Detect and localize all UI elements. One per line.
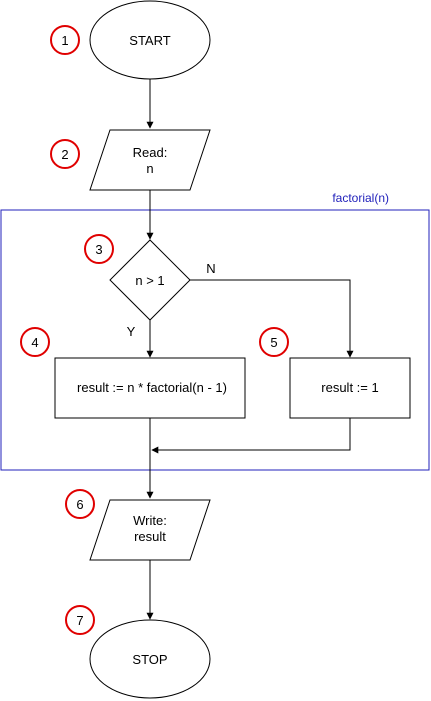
step-marker-2: 2: [50, 139, 80, 169]
decision-diamond: [109, 239, 191, 321]
step-marker-6-number: 6: [76, 497, 83, 512]
step-marker-4-number: 4: [31, 335, 38, 350]
recursive-box: [54, 357, 246, 419]
read-parallelogram: [89, 129, 211, 191]
read-label-line1: Read:: [133, 145, 168, 160]
write-label-line1: Write:: [133, 513, 167, 528]
step-marker-1: 1: [50, 25, 80, 55]
connectors: [146, 79, 354, 620]
start-ellipse: [89, 0, 211, 80]
connector-decision-no: [190, 279, 354, 358]
write-node: Write: result: [89, 499, 211, 561]
write-parallelogram: [89, 499, 211, 561]
decision-node: n > 1 Y N: [109, 239, 216, 339]
function-frame: factorial(n): [0, 191, 430, 471]
step-marker-3-number: 3: [95, 242, 102, 257]
stop-ellipse: [89, 619, 211, 699]
step-marker-7: 7: [65, 605, 95, 635]
stop-label: STOP: [132, 652, 167, 667]
step-marker-4: 4: [20, 327, 50, 357]
decision-yes-label: Y: [127, 324, 136, 339]
step-marker-2-number: 2: [61, 147, 68, 162]
step-marker-6-circle: [65, 489, 95, 519]
step-marker-1-circle: [50, 25, 80, 55]
start-node: START: [89, 0, 211, 80]
step-marker-2-circle: [50, 139, 80, 169]
connector-base-to-merge: [151, 418, 351, 454]
step-marker-6: 6: [65, 489, 95, 519]
step-marker-5: 5: [259, 327, 289, 357]
step-marker-4-circle: [20, 327, 50, 357]
step-marker-1-number: 1: [61, 33, 68, 48]
step-marker-5-circle: [259, 327, 289, 357]
base-node: result := 1: [289, 357, 411, 419]
decision-label: n > 1: [135, 273, 164, 288]
base-box: [289, 357, 411, 419]
frame-border: [0, 209, 430, 471]
recursive-label: result := n * factorial(n - 1): [77, 380, 227, 395]
stop-node: STOP: [89, 619, 211, 699]
step-markers: 1 2 3 4 5 6 7: [20, 25, 289, 635]
frame-label: factorial(n): [332, 191, 389, 205]
step-marker-3-circle: [84, 234, 114, 264]
start-label: START: [129, 33, 170, 48]
decision-no-label: N: [206, 261, 215, 276]
read-node: Read: n: [89, 129, 211, 191]
read-label-line2: n: [146, 161, 153, 176]
base-label: result := 1: [321, 380, 378, 395]
step-marker-7-circle: [65, 605, 95, 635]
write-label-line2: result: [134, 529, 166, 544]
step-marker-3: 3: [84, 234, 114, 264]
step-marker-7-number: 7: [76, 613, 83, 628]
recursive-node: result := n * factorial(n - 1): [54, 357, 246, 419]
step-marker-5-number: 5: [270, 335, 277, 350]
